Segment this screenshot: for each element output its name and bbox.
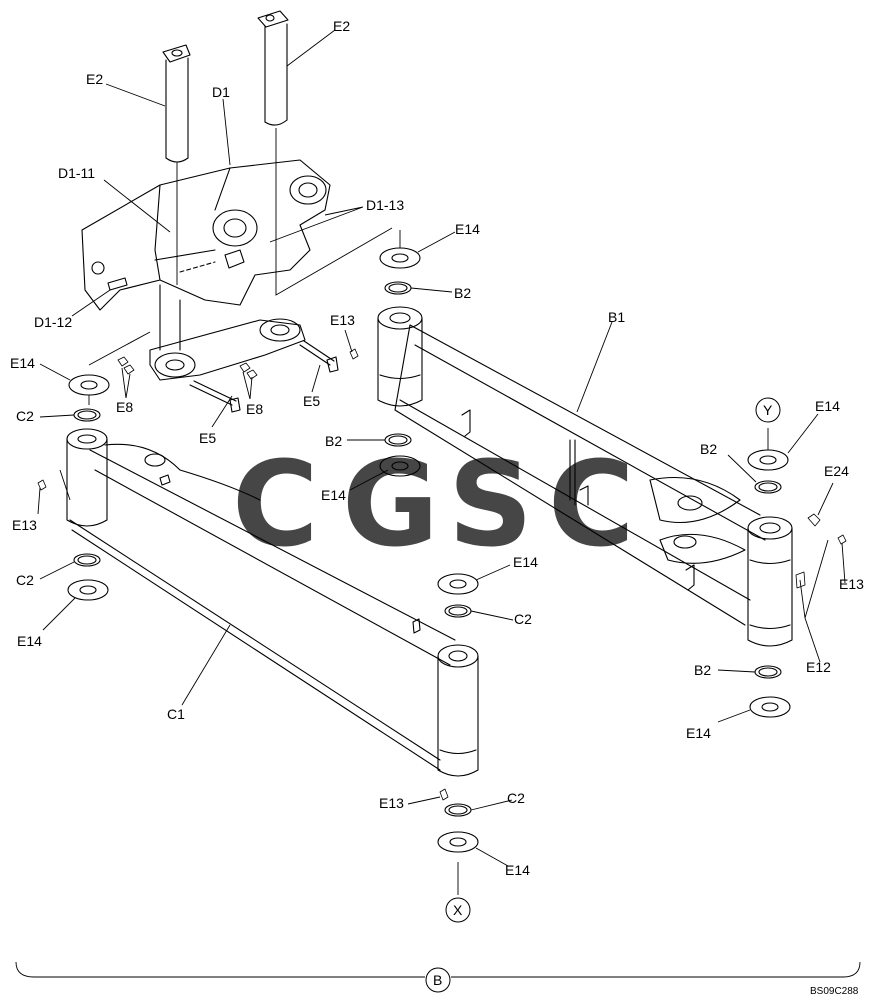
washers <box>67 247 791 853</box>
watermark: C G S C <box>232 435 635 573</box>
callout-e24: E24 <box>824 463 849 479</box>
callout-e13-c: E13 <box>379 795 404 811</box>
callout-e14-y: E14 <box>815 398 840 414</box>
bottom-brace: B <box>15 961 861 993</box>
callout-d1-11: D1-11 <box>58 165 95 181</box>
marker-y-label: Y <box>763 402 773 418</box>
shim-c2-top <box>73 408 101 422</box>
callout-c2-bot: C2 <box>507 790 525 806</box>
shim-b2-top <box>384 281 412 295</box>
callout-d1-12: D1-12 <box>34 314 72 330</box>
callout-e5-right: E5 <box>303 393 320 409</box>
callout-e14-bot: E14 <box>505 862 530 878</box>
marker-y: Y <box>755 397 781 423</box>
marker-x: X <box>445 897 471 923</box>
callout-c2-top: C2 <box>16 408 34 424</box>
marker-x-label: X <box>453 902 463 918</box>
shim-c2-left <box>73 553 101 567</box>
watermark-letter-g: G <box>342 435 439 573</box>
callout-b2-right: B2 <box>700 441 717 457</box>
washer-e14-top <box>379 247 421 269</box>
callout-c2-left: C2 <box>16 572 34 588</box>
drawing-code: BS09C288 <box>810 986 859 997</box>
part-e24 <box>795 513 821 589</box>
arm-b1 <box>377 306 793 647</box>
washer-e14-rbot <box>749 696 791 718</box>
shim-b2-bot <box>754 665 782 679</box>
callout-e13-right: E13 <box>839 576 864 592</box>
callout-b1: B1 <box>608 309 625 325</box>
pin-e2-right <box>257 10 289 126</box>
callout-e14-lbot: E14 <box>17 633 42 649</box>
callout-e14-c: E14 <box>513 554 538 570</box>
grease-fittings-e13 <box>37 348 847 801</box>
callout-e2-right: E2 <box>333 18 350 34</box>
callout-c2-c: C2 <box>514 611 532 627</box>
callout-b2-mid: B2 <box>325 433 342 449</box>
watermark-letter-s: S <box>448 435 533 573</box>
callout-d1-13: D1-13 <box>366 197 404 213</box>
marker-b-circle <box>425 967 451 993</box>
callout-c1: C1 <box>167 706 185 722</box>
marker-b-label: B <box>433 972 442 988</box>
callout-e13-b: E13 <box>330 312 355 328</box>
shim-c2-bot <box>444 803 472 817</box>
washer-e14-mid <box>379 455 421 477</box>
callout-e14-top: E14 <box>455 221 480 237</box>
washer-e14-c <box>437 573 479 595</box>
shim-b2-right <box>754 480 782 494</box>
bolt-e5-left <box>189 380 241 413</box>
washer-e14-y <box>747 449 789 471</box>
washer-e14-left <box>68 374 110 396</box>
callout-e14-rbot: E14 <box>686 725 711 741</box>
callout-e14-mid: E14 <box>321 487 346 503</box>
arm-c1 <box>66 428 479 777</box>
callout-e8-right: E8 <box>246 401 263 417</box>
callout-e2-left: E2 <box>86 71 103 87</box>
shim-c2-c <box>444 604 472 618</box>
nuts-e8 <box>117 356 258 380</box>
callout-d1: D1 <box>212 84 230 100</box>
callout-e8-left: E8 <box>116 399 133 415</box>
watermark-letter-c1: C <box>232 435 319 573</box>
callout-b2-bot: B2 <box>694 662 711 678</box>
callout-e13-left: E13 <box>12 517 37 533</box>
callout-labels: E2 E2 D1 D1-11 D1-13 D1-12 E14 B2 E13 B1… <box>10 18 864 878</box>
callout-e5-left: E5 <box>199 430 216 446</box>
callout-b2-top: B2 <box>454 285 471 301</box>
washer-e14-lbot <box>67 579 109 601</box>
bracket-d1 <box>81 159 331 381</box>
bolt-e5-right <box>299 340 339 373</box>
washer-e14-bot <box>437 831 479 853</box>
leader-lines <box>37 29 846 895</box>
callout-e14-left: E14 <box>10 355 35 371</box>
watermark-letter-c2: C <box>548 435 635 573</box>
pin-e2-left <box>162 44 191 163</box>
callout-e12: E12 <box>806 659 831 675</box>
